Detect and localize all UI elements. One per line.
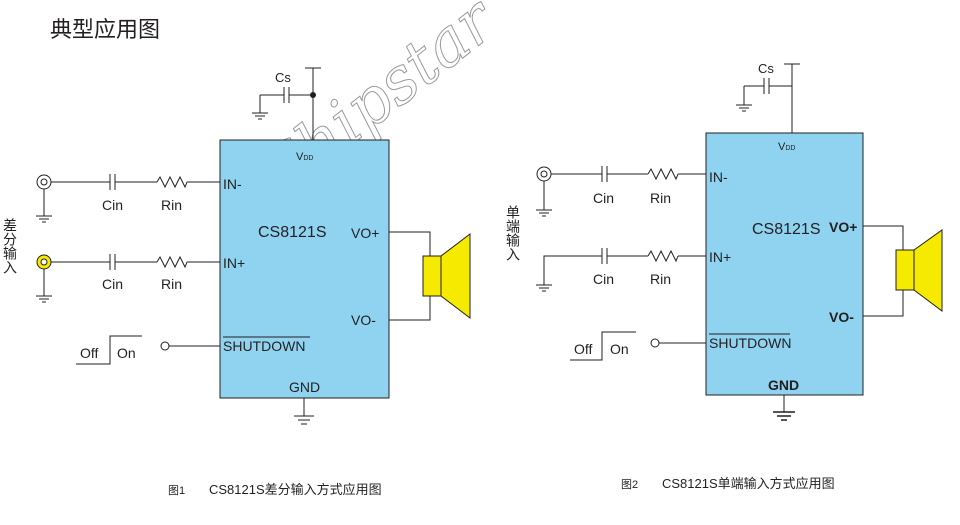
figure-1: CS8121S VDD IN- IN+ VO+ VO- SHUTDOWN GND… [2,67,471,497]
chip-name: CS8121S [258,224,327,241]
jack-2-center [40,258,48,266]
pin-shutdown: SHUTDOWN [223,338,305,354]
pin-gnd: GND [289,379,320,395]
pin-in-minus: IN- [709,169,728,185]
cs-label: Cs [758,61,774,76]
rin-2-label: Rin [650,271,671,287]
caption-num: 图1 [168,484,185,497]
jack-center [540,170,548,178]
cs-capacitor [763,78,770,94]
rin-1-resistor [156,175,188,189]
cs-ground-icon [252,112,268,120]
vdd-label: VDD [778,141,795,153]
pin-in-plus: IN+ [709,249,731,265]
side-label: 单端输入 [505,205,521,261]
jack-1-ground-icon [36,215,52,223]
pin-in-plus: IN+ [223,255,245,271]
cin-2-label: Cin [102,276,123,292]
cin-2-capacitor [109,254,116,270]
rin-2-resistor [647,249,679,263]
chip-body [705,132,864,396]
off-label: Off [574,341,593,357]
gnd-ground-icon [773,411,795,421]
in-plus-ground-icon [536,284,552,292]
cs-ground-icon [736,104,752,112]
vdd-label: VDD [296,151,313,163]
on-label: On [610,341,629,357]
rin-1-resistor [647,167,679,181]
pin-vo-plus: VO+ [829,219,857,235]
shutdown-terminal [160,341,170,351]
rin-2-label: Rin [161,276,182,292]
rin-2-resistor [156,255,188,269]
chip-name: CS8121S [752,221,821,238]
pin-vo-minus: VO- [351,312,376,328]
speaker-body [895,249,915,291]
speaker-icon [913,229,943,312]
off-on-switch-icon [76,335,142,365]
vo-plus-wire [863,225,904,250]
cin-1-capacitor [109,174,116,190]
pin-vo-minus: VO- [829,309,854,325]
figure-2: CS8121S VDD IN- IN+ VO+ VO- SHUTDOWN GND… [505,61,943,491]
vo-minus-wire [389,296,431,321]
pin-vo-plus: VO+ [351,225,379,241]
chip-body [219,139,390,399]
gnd-ground-icon [294,415,314,425]
caption-text: CS8121S差分输入方式应用图 [209,482,382,497]
cin-1-capacitor [601,166,608,182]
vo-minus-wire [863,290,904,317]
rin-1-label: Rin [161,197,182,213]
jack-ground-icon [536,209,552,217]
side-label: 差分输入 [2,218,18,274]
caption-num: 图2 [621,478,638,491]
in-plus-ground-wire [543,255,602,285]
off-label: Off [80,345,99,361]
cs-label: Cs [275,70,291,85]
cin-2-label: Cin [593,271,614,287]
vo-plus-wire [389,231,431,256]
speaker-icon [440,232,471,320]
off-on-switch-icon [570,331,636,361]
rin-1-label: Rin [650,190,671,206]
shutdown-terminal [650,338,660,348]
pin-in-minus: IN- [223,176,242,192]
caption-text: CS8121S单端输入方式应用图 [662,476,835,491]
pin-gnd: GND [768,377,799,393]
pin-shutdown: SHUTDOWN [709,335,791,351]
cin-2-capacitor [601,248,608,264]
cin-1-label: Cin [593,190,614,206]
on-label: On [117,345,136,361]
cs-capacitor [283,87,290,103]
jack-2-ground-icon [36,295,52,303]
page-title: 典型应用图 [50,17,161,42]
speaker-body [422,255,442,297]
jack-1-center [40,178,48,186]
cin-1-label: Cin [102,197,123,213]
